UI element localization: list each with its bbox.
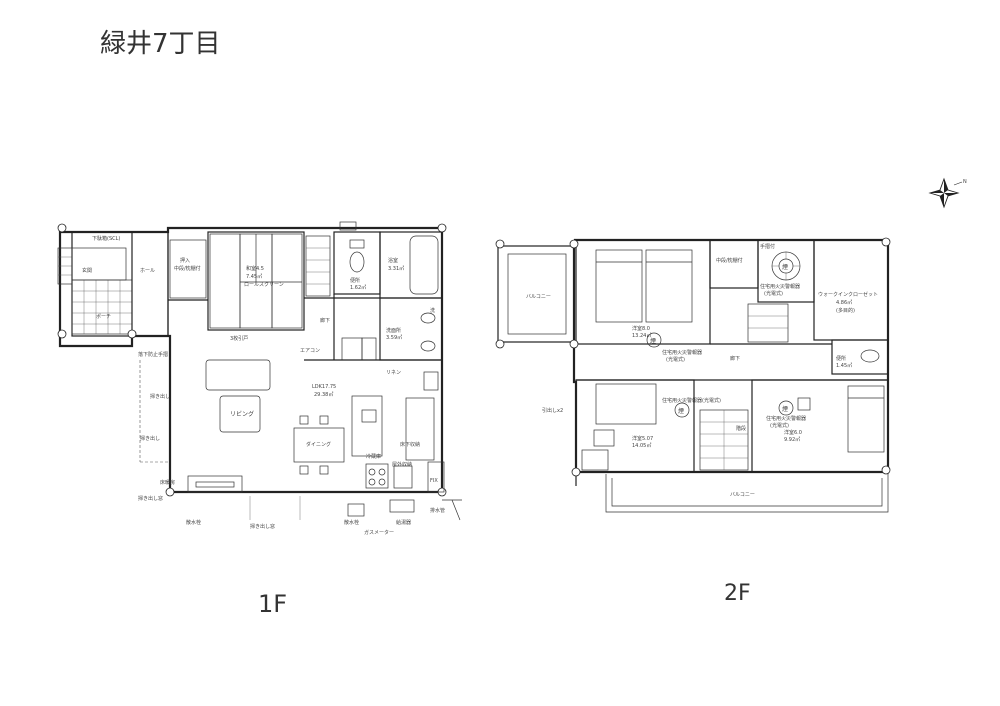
f1-meter-label: ガスメーター bbox=[364, 529, 394, 536]
f1-pipe-label: 排水管 bbox=[430, 507, 445, 514]
f2-walkin-sub: (多目的) bbox=[836, 307, 855, 314]
f1-sliding-door-label: 3枚引戸 bbox=[230, 335, 248, 342]
f1-sweep-out-2: 掃き出し bbox=[140, 435, 160, 442]
f1-porch-label: ポーチ bbox=[96, 313, 111, 320]
f2-western3-note: 住宅用火災警報器 bbox=[766, 415, 806, 422]
f2-western1-note2: (光電式) bbox=[666, 356, 685, 363]
svg-text:煙: 煙 bbox=[782, 263, 788, 271]
f1-japanese-room-label: 和室4.5 bbox=[246, 265, 264, 272]
f2-western2-note: 住宅用火災警報器(光電式) bbox=[662, 397, 721, 404]
f2-corridor-label: 廊下 bbox=[730, 355, 740, 362]
f2-walkin-area: 4.86㎡ bbox=[836, 299, 852, 306]
floor1-plan: 下駄箱(SCL) 玄関 ホール ポーチ 押入 中段/枕棚付 和室4.5 7.45… bbox=[57, 221, 462, 618]
f2-western3-area: 9.92㎡ bbox=[784, 436, 800, 443]
svg-text:煙: 煙 bbox=[650, 337, 656, 345]
smoke-detector-icon: 煙 bbox=[778, 400, 794, 416]
f1-water-outlet-1: 散水栓 bbox=[186, 519, 201, 526]
f1-bath-label: 浴室 bbox=[388, 257, 398, 264]
f1-living-label: リビング bbox=[230, 410, 254, 418]
f1-fridge-label: 冷蔵庫 bbox=[366, 453, 381, 460]
f1-dining-label: ダイニング bbox=[306, 441, 331, 448]
f1-sweep-out-1: 掃き出し bbox=[150, 393, 170, 400]
floor2-plan: 煙 煙 煙 煙 バルコニー 洋室8.0 13.24㎡ 住宅用火災警報器 (光電式… bbox=[495, 237, 891, 606]
f2-toilet2-area: 1.45㎡ bbox=[836, 362, 852, 369]
f2-fire-alarm-top: 住宅用火災警報器 bbox=[760, 283, 800, 290]
f1-boiler-label: 給湯器 bbox=[396, 519, 411, 526]
f1-sink-label: 洗 bbox=[430, 307, 435, 314]
f2-window-label: 引出しx2 bbox=[542, 407, 563, 414]
f2-western1-note: 住宅用火災警報器 bbox=[662, 349, 702, 356]
f2-closet-top: 中段/枕棚付 bbox=[716, 257, 743, 264]
f2-balcony-bottom: バルコニー bbox=[730, 492, 755, 498]
f1-fall-prevention: 落下防止手摺 bbox=[138, 351, 168, 358]
f1-pantry-label: 床下収納 bbox=[400, 441, 420, 448]
f1-window-note: FIX bbox=[430, 478, 438, 484]
f1-washroom-label: 洗面所 bbox=[386, 327, 401, 334]
handwritten-title: 緑井7丁目 bbox=[100, 29, 221, 59]
f1-toilet-area: 1.62㎡ bbox=[350, 284, 366, 291]
f2-stair-label: 階段 bbox=[736, 425, 746, 432]
smoke-detector-icon: 煙 bbox=[674, 402, 690, 418]
f1-floor-heating-label: 床暖房 bbox=[160, 479, 175, 486]
f1-entrance-label: 玄関 bbox=[82, 267, 92, 274]
f2-western1-area: 13.24㎡ bbox=[632, 332, 651, 339]
svg-text:煙: 煙 bbox=[782, 405, 788, 413]
f1-storage-outdoor: 屋外収納 bbox=[392, 461, 412, 468]
f1-ac-label: エアコン bbox=[300, 348, 320, 354]
f2-western3-note2: (光電式) bbox=[770, 422, 789, 429]
f1-japanese-room-area: 7.45㎡ bbox=[246, 273, 262, 280]
north-label: N bbox=[963, 179, 967, 185]
f1-ldk-label: LDK17.75 bbox=[312, 384, 336, 390]
f1-japanese-room-sub: ロールスクリーン bbox=[244, 282, 284, 288]
f1-sliding-window-2: 掃き出し窓 bbox=[138, 495, 163, 502]
f2-western3-label: 洋室6.0 bbox=[784, 429, 802, 436]
f2-western2-area: 14.05㎡ bbox=[632, 442, 651, 449]
f2-fire-alarm-top2: (光電式) bbox=[764, 290, 783, 297]
svg-text:煙: 煙 bbox=[678, 407, 684, 415]
f1-storage-label: 下駄箱(SCL) bbox=[92, 235, 120, 242]
f2-toilet2-label: 便所 bbox=[836, 355, 846, 362]
f2-handrail: 手摺付 bbox=[760, 243, 775, 250]
north-arrow-icon: N bbox=[928, 177, 967, 209]
f1-linen-label: リネン bbox=[386, 370, 401, 376]
smoke-detector-icon: 煙 bbox=[646, 332, 662, 348]
f1-sliding-window-1: 掃き出し窓 bbox=[250, 523, 275, 530]
f1-closet-sub-label: 中段/枕棚付 bbox=[174, 265, 201, 272]
f1-closet-label: 押入 bbox=[180, 257, 190, 264]
f1-toilet-label: 便所 bbox=[350, 277, 360, 284]
floor1-label: 1F bbox=[258, 590, 287, 618]
f2-walkin-label: ウォークインクローゼット bbox=[818, 291, 878, 298]
f1-hall-label: ホール bbox=[140, 268, 155, 274]
f1-bath-area: 3.31㎡ bbox=[388, 265, 404, 272]
f1-washroom-area: 3.59㎡ bbox=[386, 334, 402, 341]
f1-ldk-area: 29.38㎡ bbox=[314, 391, 333, 398]
smoke-detector-icon: 煙 bbox=[778, 258, 794, 274]
floor2-label: 2F bbox=[724, 581, 751, 606]
f1-water-outlet-2: 散水栓 bbox=[344, 519, 359, 526]
f2-western2-label: 洋室5.07 bbox=[632, 435, 653, 442]
f2-balcony-left: バルコニー bbox=[526, 294, 551, 300]
f2-western1-label: 洋室8.0 bbox=[632, 325, 650, 332]
f1-corridor-label: 廊下 bbox=[320, 317, 330, 324]
